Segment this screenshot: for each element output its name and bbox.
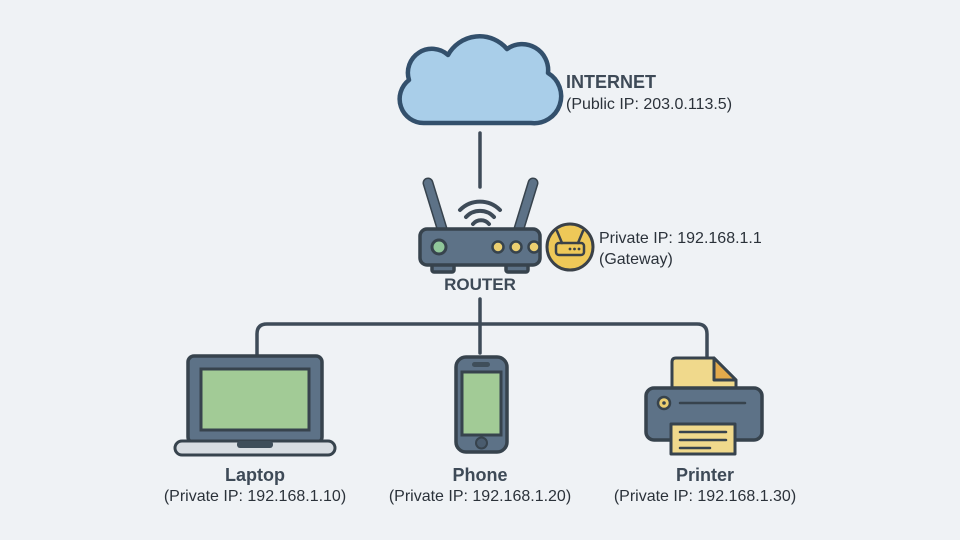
laptop-ip: (Private IP: 192.168.1.10) [164, 488, 346, 505]
phone-speaker [472, 362, 490, 367]
router-ip: Private IP: 192.168.1.1 [599, 230, 762, 247]
router-led-power [430, 238, 448, 256]
router-role: (Gateway) [599, 251, 673, 268]
router-led-2 [509, 240, 523, 254]
wire-lan-bus [255, 322, 709, 358]
router-label: ROUTER [444, 275, 516, 294]
internet-label: INTERNET [566, 72, 656, 92]
router-led-1 [491, 240, 505, 254]
printer-label: Printer [676, 465, 734, 485]
cloud-icon [397, 34, 564, 126]
printer-paper-fold [712, 356, 738, 382]
phone-label: Phone [452, 465, 507, 485]
router-icon [418, 177, 542, 274]
laptop-notch [237, 441, 273, 448]
phone-icon [454, 355, 509, 454]
laptop-icon [173, 354, 337, 457]
phone-ip: (Private IP: 192.168.1.20) [389, 488, 571, 505]
internet-ip: (Public IP: 203.0.113.5) [566, 96, 732, 113]
laptop-label: Laptop [225, 465, 285, 485]
printer-icon [644, 356, 764, 456]
phone-home-button [475, 436, 488, 450]
router-antennas [422, 177, 539, 238]
router-led-3 [527, 240, 541, 254]
wifi-signal-icon [458, 199, 502, 226]
gateway-router-badge-icon [545, 222, 595, 272]
printer-ip: (Private IP: 192.168.1.30) [614, 488, 796, 505]
